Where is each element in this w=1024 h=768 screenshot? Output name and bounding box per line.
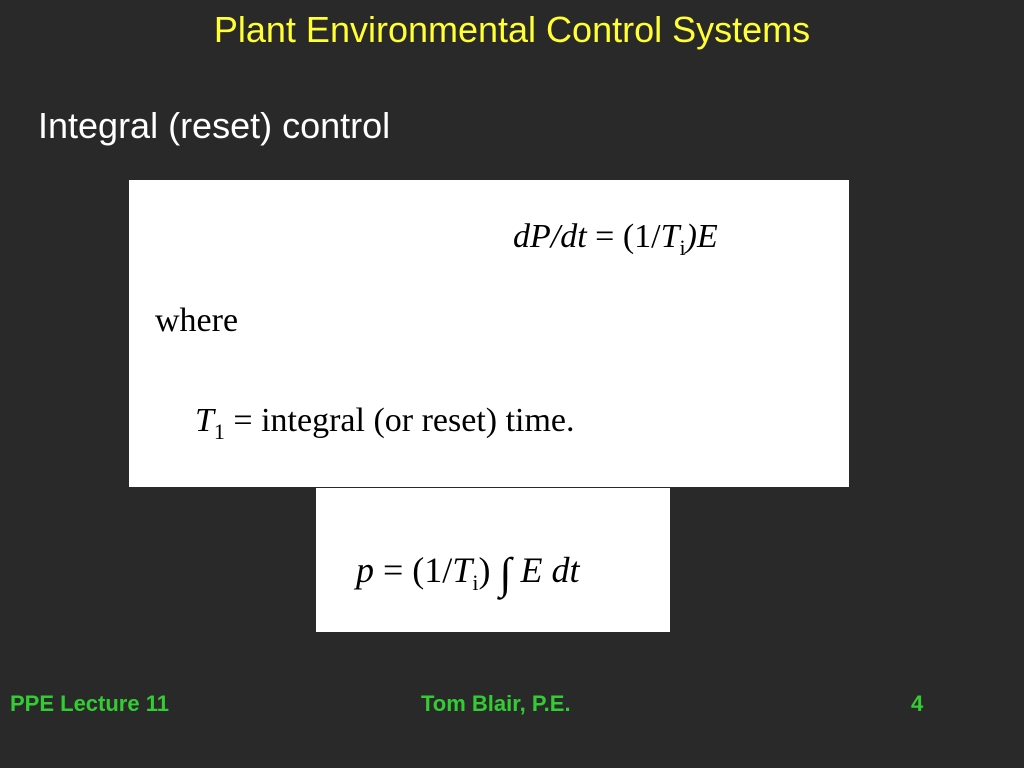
rate-equation-subscript: i bbox=[679, 235, 686, 260]
rate-equation: dP/dt = (1/Ti)E bbox=[513, 218, 718, 261]
definition-t: T bbox=[195, 402, 214, 439]
integral-equation: p = (1/Ti) ∫ E dt bbox=[356, 548, 580, 599]
integral-sign-icon: ∫ bbox=[499, 549, 512, 598]
slide-title: Plant Environmental Control Systems bbox=[213, 9, 811, 50]
definition-subscript: 1 bbox=[213, 419, 225, 444]
rate-equation-panel: dP/dt = (1/Ti)E where T1 = integral (or … bbox=[129, 180, 849, 487]
integral-equation-p: p bbox=[356, 550, 374, 590]
integral-equation-panel: p = (1/Ti) ∫ E dt bbox=[316, 488, 670, 632]
integral-equation-close: ) bbox=[478, 550, 500, 590]
integral-time-definition: T1 = integral (or reset) time. bbox=[195, 402, 575, 445]
slide-subtitle: Integral (reset) control bbox=[38, 105, 391, 146]
where-label: where bbox=[155, 302, 239, 339]
footer-lecture: PPE Lecture 11 bbox=[10, 691, 169, 716]
rate-equation-lhs: dP/dt bbox=[513, 218, 587, 255]
integral-equation-t: T bbox=[452, 550, 473, 590]
definition-text: = integral (or reset) time. bbox=[224, 402, 575, 439]
rate-equation-rhs: )E bbox=[685, 218, 718, 255]
footer-author: Tom Blair, P.E. bbox=[421, 691, 571, 716]
integral-equation-subscript: i bbox=[472, 570, 479, 595]
integral-equation-body: E dt bbox=[511, 550, 580, 590]
rate-equation-equals: = (1/ bbox=[586, 218, 661, 255]
integral-equation-equals: = (1/ bbox=[374, 550, 453, 590]
footer-page-number: 4 bbox=[911, 691, 924, 716]
rate-equation-t: T bbox=[660, 218, 680, 255]
